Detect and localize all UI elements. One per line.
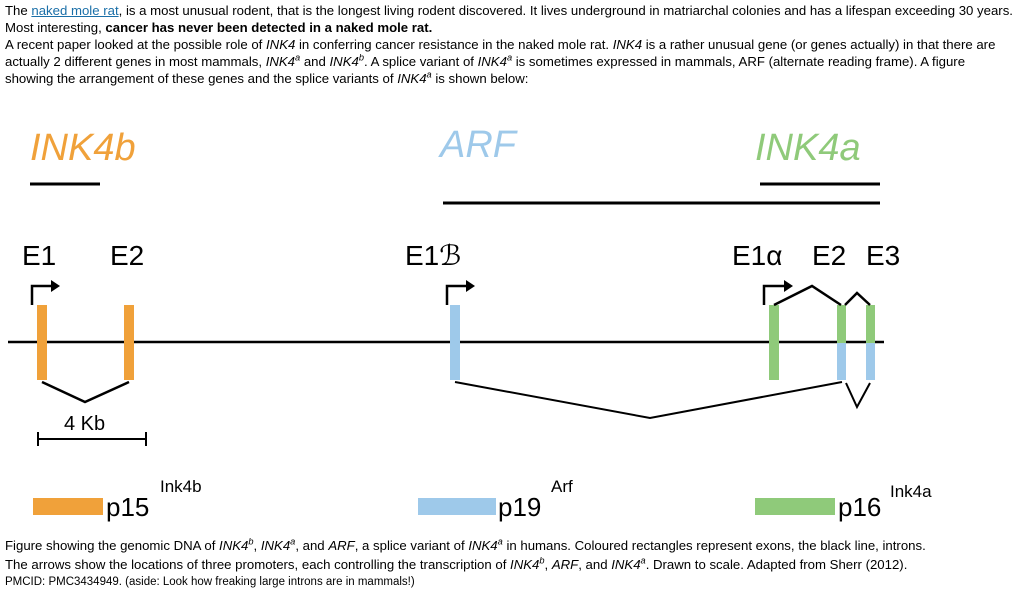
exon-e3-green	[866, 305, 875, 343]
splice-ink4a-e2-e3	[844, 291, 871, 306]
gene-name: ARF	[328, 538, 355, 553]
intro-paragraph-1: The naked mole rat, is a most unusual ro…	[5, 3, 1013, 35]
exon-label-e3: E3	[866, 240, 900, 271]
exon-label-e1b: E1ℬ	[405, 240, 461, 271]
exon-e2-blue	[837, 343, 846, 380]
gene-label-ink4b: INK4b	[30, 127, 136, 169]
promoter-arrow-arf	[445, 280, 475, 305]
exon-label-e2b: E2	[812, 240, 846, 271]
splice-ink4b	[41, 380, 130, 404]
gene-label-ink4a: INK4a	[755, 127, 861, 169]
caption-text: Figure showing the genomic DNA of	[5, 538, 220, 553]
intro-text-segment: is sometimes expressed in mammals, ARF (…	[5, 54, 966, 86]
intro-text-segment: . A splice variant of	[363, 54, 478, 69]
splice-arf	[454, 381, 843, 420]
intro-text-segment: is a rather unusual gene (or genes actua…	[5, 37, 996, 69]
intro-paragraph-2: A recent paper looked at the possible ro…	[5, 36, 1015, 87]
caption-text: , and	[295, 538, 329, 553]
legend-sup-p15: Ink4b	[160, 477, 202, 496]
intro-text-segment: , is a most unusual rodent, that is the …	[5, 3, 1013, 35]
gene-name: INK4a	[265, 52, 301, 69]
exon-label-e1a: E1α	[732, 240, 782, 271]
caption-text: in humans. Coloured rectangles represent…	[502, 538, 926, 553]
naked-mole-rat-link[interactable]: naked mole rat	[31, 3, 119, 18]
intro-text-segment: A recent paper looked at the possible ro…	[5, 37, 266, 52]
legend-sup-p19: Arf	[551, 477, 573, 496]
legend-label-p16: p16	[838, 492, 881, 522]
legend-swatch-p16	[755, 498, 835, 515]
legend-label-p19: p19	[498, 492, 541, 522]
promoter-arrow-ink4b	[30, 280, 60, 305]
exon-ink4b-e2	[124, 305, 134, 380]
gene-name: INK4b	[329, 52, 364, 69]
gene-name: INK4a	[477, 52, 513, 69]
legend-swatch-p15	[33, 498, 103, 515]
caption-text: . Drawn to scale. Adapted from Sherr (20…	[645, 557, 908, 572]
caption-line-2: The arrows show the locations of three p…	[5, 555, 1017, 574]
exon-e3-blue	[866, 343, 875, 380]
figure-caption: Figure showing the genomic DNA of INK4b,…	[5, 536, 1017, 590]
splice-ink4a	[773, 284, 842, 307]
gene-label-arf: ARF	[438, 124, 518, 166]
gene-name: ARF	[551, 557, 579, 572]
splice-arf-e2-e3	[845, 382, 871, 410]
gene-name: INK4a	[260, 536, 296, 553]
exon-label-e1: E1	[22, 240, 56, 271]
gene-name: INK4a	[611, 555, 646, 572]
intro-text-segment: The	[5, 3, 32, 18]
legend-swatch-p19	[418, 498, 496, 515]
caption-text: , a splice variant of	[354, 538, 469, 553]
scale-bar-label: 4 Kb	[64, 413, 105, 435]
intro-text-segment: and	[300, 54, 330, 69]
intro-text-segment: in conferring cancer resistance in the n…	[295, 37, 613, 52]
caption-text: The arrows show the locations of three p…	[5, 557, 511, 572]
exon-ink4b-e1	[37, 305, 47, 380]
scale-bar	[37, 432, 147, 446]
legend-sup-p16: Ink4a	[890, 482, 932, 501]
gene-name: INK4a	[468, 536, 503, 553]
intro-bold-statement: cancer has never been detected in a nake…	[105, 20, 429, 35]
legend-label-p15: p15	[106, 492, 149, 522]
gene-name: INK4b	[510, 555, 545, 572]
exon-label-e2: E2	[110, 240, 144, 271]
gene-diagram: INK4b ARF INK4a E1 E2 E1ℬ E1α E2 E3 4 Kb	[8, 124, 932, 522]
intro-text-segment: is shown below:	[431, 71, 529, 86]
gene-name: INK4	[612, 37, 643, 52]
exon-arf-e1b	[450, 305, 460, 380]
gene-name: INK4a	[397, 69, 432, 86]
caption-text: ,	[544, 557, 552, 572]
caption-text: ,	[253, 538, 261, 553]
promoter-arrow-ink4a	[762, 280, 793, 305]
caption-text: , and	[578, 557, 612, 572]
caption-line-3: PMCID: PMC3434949. (aside: Look how frea…	[5, 576, 415, 588]
gene-name: INK4b	[219, 536, 254, 553]
gene-name: INK4	[266, 37, 296, 52]
caption-line-1: Figure showing the genomic DNA of INK4b,…	[5, 536, 1017, 555]
intro-text: The naked mole rat, is a most unusual ro…	[5, 2, 1015, 87]
exon-e2-green	[837, 305, 846, 343]
exon-ink4a-e1a	[769, 305, 779, 380]
